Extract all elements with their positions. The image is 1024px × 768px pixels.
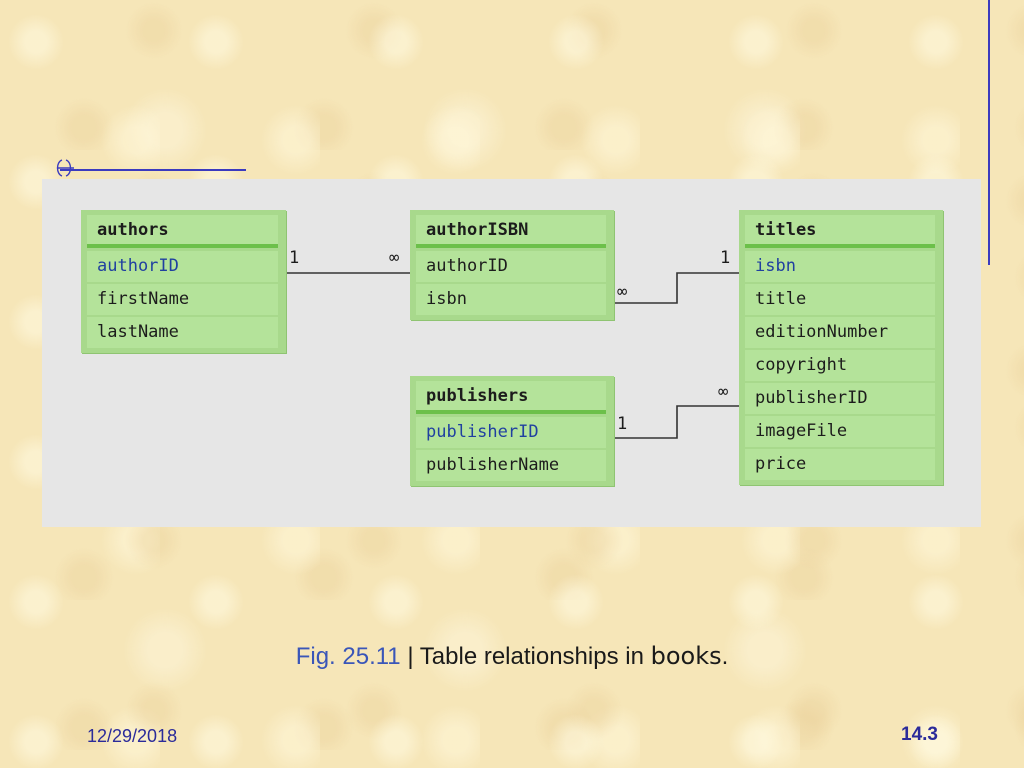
table-field: isbn [416, 284, 606, 315]
cardinality-label: ∞ [718, 382, 729, 402]
table-field: publisherName [416, 450, 606, 481]
decorative-horizontal-line [60, 169, 246, 171]
decorative-curl-icon [56, 159, 74, 177]
table-field: title [745, 284, 935, 315]
cardinality-label: 1 [720, 248, 731, 268]
figure-number: Fig. 25.11 [295, 643, 401, 670]
footer-date: 12/29/2018 [87, 726, 178, 746]
cardinality-label: 1 [289, 248, 300, 268]
cardinality-label: ∞ [617, 282, 628, 302]
table-field: publisherID [745, 383, 935, 414]
table-titles: titles isbn title editionNumber copyrigh… [739, 210, 943, 485]
figure-caption: Fig. 25.11 | Table relationships in book… [0, 642, 1024, 671]
table-header: titles [745, 215, 935, 248]
table-field: firstName [87, 284, 278, 315]
table-field: price [745, 449, 935, 480]
cardinality-label: 1 [617, 414, 628, 434]
table-field: lastName [87, 317, 278, 348]
table-field: imageFile [745, 416, 935, 447]
relationship-line-authorisbn-titles [612, 272, 740, 304]
table-field: publisherID [416, 417, 606, 448]
table-field: copyright [745, 350, 935, 381]
table-publishers: publishers publisherID publisherName [410, 376, 614, 486]
caption-end: . [721, 643, 729, 670]
relationship-line-publishers-titles [612, 405, 740, 439]
cardinality-label: ∞ [389, 248, 400, 268]
table-header: authorISBN [416, 215, 606, 248]
caption-code: books [650, 642, 722, 670]
table-field: authorID [87, 251, 278, 282]
table-header: publishers [416, 381, 606, 414]
table-authors: authors authorID firstName lastName [81, 210, 286, 353]
slide-number: 14.3 [901, 724, 938, 745]
caption-text: | Table relationships in [400, 643, 651, 670]
table-field: editionNumber [745, 317, 935, 348]
table-field: authorID [416, 251, 606, 282]
table-authorisbn: authorISBN authorID isbn [410, 210, 614, 320]
table-field: isbn [745, 251, 935, 282]
table-header: authors [87, 215, 278, 248]
decorative-vertical-line [988, 0, 990, 265]
